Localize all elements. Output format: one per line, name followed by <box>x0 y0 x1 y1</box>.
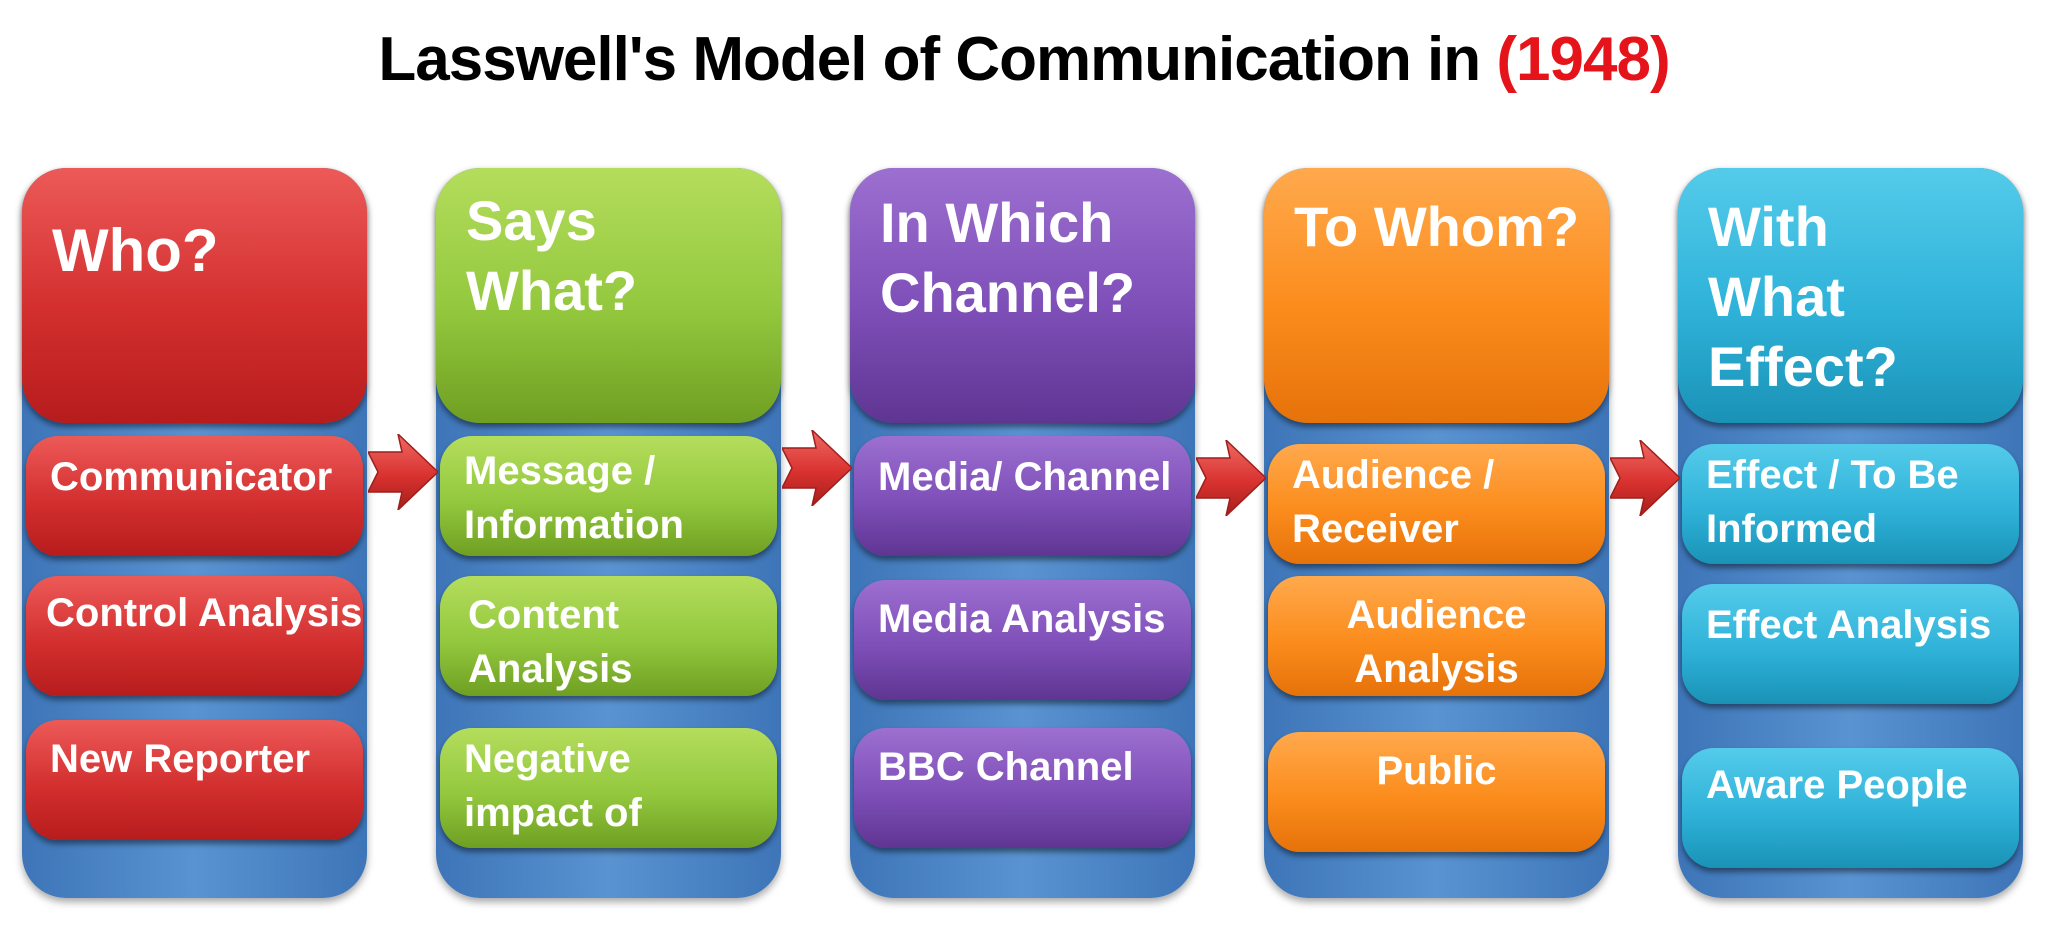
header-to-whom-text: To Whom? <box>1294 195 1580 258</box>
item-effect-analysis-text: Effect Analysis <box>1706 603 1992 647</box>
header-with-what-effect: With What Effect? <box>1678 168 2023 423</box>
header-who: Who? <box>22 168 367 423</box>
item-aware-people: Aware People <box>1682 748 2019 868</box>
item-audience-analysis: Audience Analysis <box>1268 576 1605 696</box>
header-in-which-channel: In Which Channel? <box>850 168 1195 423</box>
arrow-2 <box>782 430 852 506</box>
item-effect-analysis: Effect Analysis <box>1682 584 2019 704</box>
item-bbc-channel-text: BBC Channel <box>878 745 1134 789</box>
arrow-3 <box>1196 440 1266 516</box>
item-public-text: Public <box>1376 749 1497 793</box>
item-effect-informed-text: Effect / To Be Informed <box>1706 453 1959 551</box>
arrow-4 <box>1610 440 1680 516</box>
item-media-channel: Media/ Channel <box>854 436 1191 556</box>
item-audience-analysis-text: Audience Analysis <box>1346 593 1527 691</box>
header-says-what: Says What? <box>436 168 781 423</box>
item-public: Public <box>1268 732 1605 852</box>
item-control-analysis-text: Control Analysis <box>46 591 363 635</box>
arrow-1 <box>368 434 438 510</box>
item-audience-receiver-text: Audience / Receiver <box>1292 453 1495 551</box>
column-who: Who? Communicator Control Analysis New R… <box>22 168 367 898</box>
item-bbc-channel: BBC Channel <box>854 728 1191 848</box>
header-with-what-effect-text: With What Effect? <box>1708 195 1898 398</box>
item-control-analysis: Control Analysis <box>26 576 363 696</box>
title-year: (1948) <box>1496 25 1670 94</box>
header-who-text: Who? <box>52 217 219 284</box>
item-negative-impact-text: Negative impact of Social Media <box>464 737 706 848</box>
diagram-title: Lasswell's Model of Communication in (19… <box>0 20 2048 100</box>
item-message-information: Message / Information <box>440 436 777 556</box>
item-new-reporter: New Reporter <box>26 720 363 840</box>
item-new-reporter-text: New Reporter <box>50 737 311 781</box>
header-to-whom: To Whom? <box>1264 168 1609 423</box>
item-aware-people-text: Aware People <box>1706 763 1968 807</box>
header-in-which-channel-text: In Which Channel? <box>880 191 1136 324</box>
column-with-what-effect: With What Effect? Effect / To Be Informe… <box>1678 168 2023 898</box>
item-content-analysis-text: Content Analysis <box>468 593 633 691</box>
header-says-what-text: Says What? <box>466 189 638 322</box>
item-communicator-text: Communicator <box>50 455 333 499</box>
item-message-information-text: Message / Information <box>464 449 684 547</box>
item-audience-receiver: Audience / Receiver <box>1268 444 1605 564</box>
item-communicator: Communicator <box>26 436 363 556</box>
item-content-analysis: Content Analysis <box>440 576 777 696</box>
item-media-analysis-text: Media Analysis <box>878 597 1166 641</box>
item-negative-impact: Negative impact of Social Media <box>440 728 777 848</box>
title-text: Lasswell's Model of Communication in <box>378 25 1497 94</box>
item-media-analysis: Media Analysis <box>854 580 1191 700</box>
item-effect-informed: Effect / To Be Informed <box>1682 444 2019 564</box>
column-in-which-channel: In Which Channel? Media/ Channel Media A… <box>850 168 1195 898</box>
column-to-whom: To Whom? Audience / Receiver Audience An… <box>1264 168 1609 898</box>
column-says-what: Says What? Message / Information Content… <box>436 168 781 898</box>
item-media-channel-text: Media/ Channel <box>878 455 1172 499</box>
